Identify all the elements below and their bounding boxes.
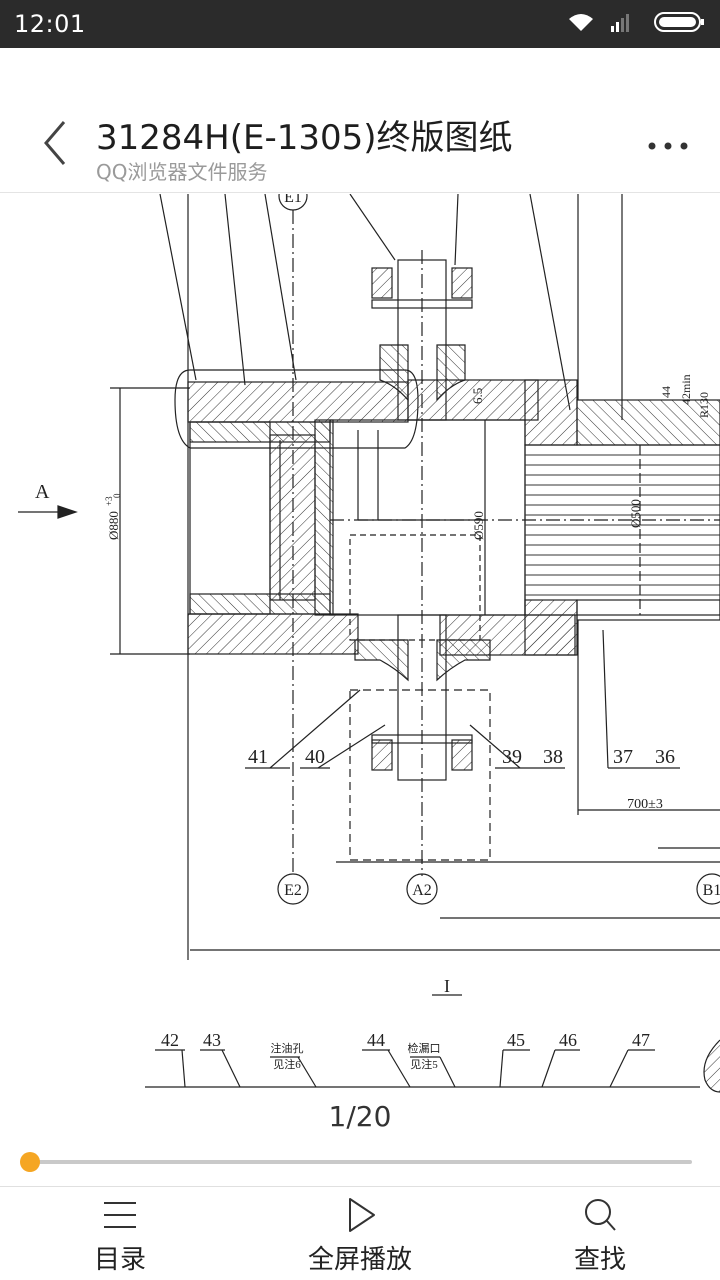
callout-45: 45: [507, 1030, 525, 1050]
document-source: QQ浏览器文件服务: [96, 160, 268, 184]
catalog-button[interactable]: 目录: [20, 1187, 220, 1280]
search-icon: [585, 1199, 616, 1231]
axis-marker-e2: E2: [284, 882, 302, 899]
status-icons: [566, 10, 706, 38]
note-oil-hole-ref: 见注6: [273, 1057, 301, 1071]
page-slider-track[interactable]: [30, 1160, 692, 1164]
header: 31284H(E-1305)终版图纸 QQ浏览器文件服务: [0, 48, 720, 193]
page-slider-thumb[interactable]: [20, 1152, 40, 1172]
engineering-drawing: E1 A Ø880 +3 0 6.5 Ø590 Ø500 44 42min R1…: [18, 194, 720, 1093]
callout-44: 44: [367, 1030, 385, 1050]
dimension-42min: 42min: [679, 374, 693, 405]
more-button[interactable]: [646, 136, 690, 156]
bottom-toolbar: 目录 全屏播放 查找: [0, 1186, 720, 1280]
catalog-label: 目录: [93, 1245, 146, 1275]
dimension-r130: R130: [697, 392, 711, 418]
note-leak-port-ref: 见注5: [410, 1057, 438, 1071]
callout-41: 41: [248, 746, 268, 768]
find-button[interactable]: 查找: [500, 1187, 700, 1280]
callout-42: 42: [161, 1030, 179, 1050]
callout-46: 46: [559, 1030, 577, 1050]
back-button[interactable]: [36, 118, 76, 168]
signal-icon: [609, 10, 633, 38]
axis-marker-b1: B1: [703, 882, 720, 899]
dimension-dia-880-tolerance-low: 0: [112, 493, 122, 498]
note-leak-port: 检漏口: [408, 1041, 441, 1055]
dimension-700: 700±3: [627, 797, 663, 812]
callout-43: 43: [203, 1030, 221, 1050]
dimension-dia-880-tolerance: +3: [104, 496, 114, 506]
callout-38: 38: [543, 746, 563, 768]
list-icon: [104, 1202, 136, 1228]
document-title: 31284H(E-1305)终版图纸: [96, 118, 513, 158]
status-time: 12:01: [14, 10, 86, 38]
detail-label-i: I: [444, 976, 450, 996]
dimension-dia-880: Ø880: [106, 511, 121, 540]
find-label: 查找: [573, 1245, 626, 1275]
wifi-icon: [566, 10, 596, 38]
page-slider[interactable]: [20, 1150, 692, 1174]
axis-marker-a2: A2: [412, 882, 432, 899]
callout-36: 36: [655, 746, 675, 768]
callout-47: 47: [632, 1030, 650, 1050]
fullscreen-play-label: 全屏播放: [307, 1245, 412, 1275]
document-viewer[interactable]: E1 A Ø880 +3 0 6.5 Ø590 Ø500 44 42min R1…: [0, 194, 720, 1104]
status-bar: 12:01: [0, 0, 720, 48]
battery-icon: [654, 10, 706, 38]
callout-37: 37: [613, 746, 633, 768]
callout-40: 40: [305, 746, 325, 768]
more-dots-icon: [648, 142, 688, 150]
chevron-left-icon: [44, 121, 66, 165]
dimension-dia-590: Ø590: [471, 511, 486, 540]
dimension-6-5: 6.5: [470, 388, 485, 404]
section-label-a: A: [35, 481, 50, 503]
callout-39: 39: [502, 746, 522, 768]
axis-marker-e1: E1: [284, 194, 302, 206]
note-oil-hole: 注油孔: [271, 1041, 304, 1055]
dimension-dia-500: Ø500: [628, 499, 643, 528]
play-icon: [349, 1198, 375, 1232]
page-indicator: 1/20: [328, 1100, 392, 1133]
dimension-44: 44: [659, 386, 673, 398]
fullscreen-play-button[interactable]: 全屏播放: [260, 1187, 460, 1280]
